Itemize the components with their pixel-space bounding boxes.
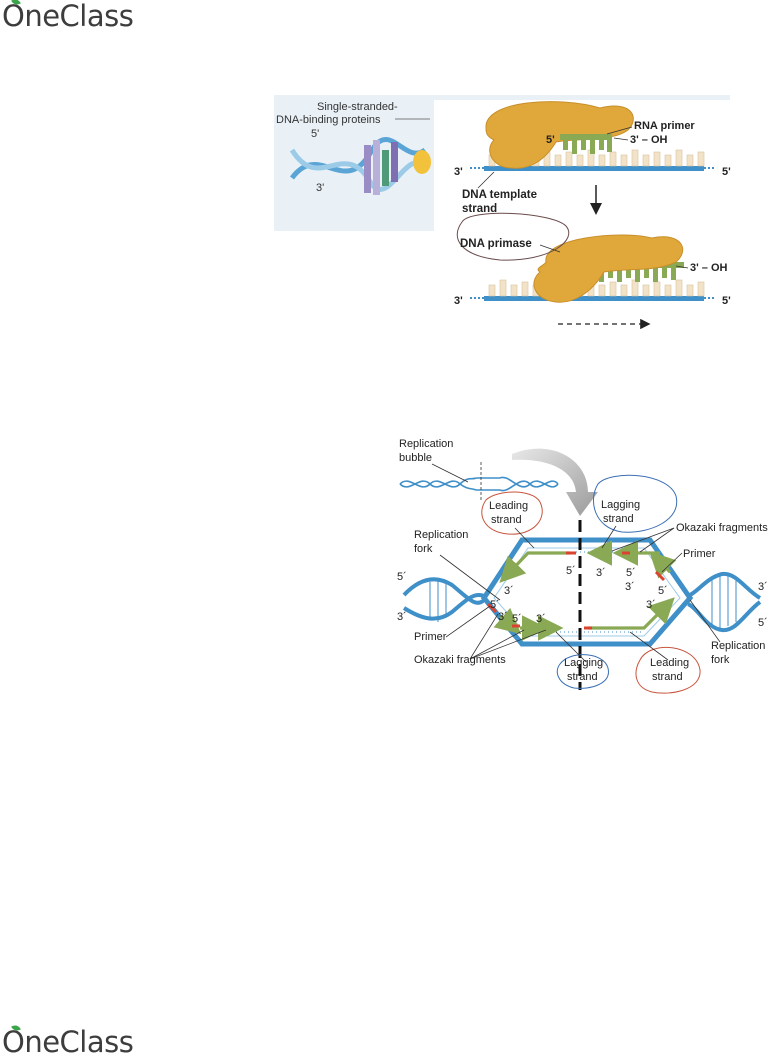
- prime-label: 5´: [658, 585, 668, 597]
- rna-primer-label: RNA primer: [634, 120, 695, 132]
- strand-3-label-top: 3': [454, 166, 463, 178]
- leader-lines: [439, 525, 721, 663]
- annotation-circle-lagging-bottom: [556, 654, 609, 689]
- replication-bubble-figure: Replication bubble: [397, 438, 768, 694]
- logo-text: OneClass: [2, 0, 134, 33]
- prime-label: 3´: [536, 613, 546, 625]
- lagging-strand-label-top: Lagging: [601, 499, 640, 511]
- leading-strand-label-top: Leading: [489, 500, 528, 512]
- template-label-line2: strand: [462, 203, 497, 215]
- prime-label: 5´: [490, 599, 500, 611]
- bubble-helix: [399, 462, 559, 500]
- replication-fork-label-right: Replication: [711, 640, 765, 652]
- helix-illustration: [289, 136, 431, 195]
- strand-3-label-bottom: 3': [454, 295, 463, 307]
- prime-label: 3´: [504, 585, 514, 597]
- leading-strand-label-bottom: strand: [652, 671, 683, 683]
- prime-label: 3´: [397, 611, 407, 623]
- prime-label: 5´: [758, 617, 768, 629]
- zoom-arrow: [512, 448, 598, 516]
- primase-figure: Single-stranded- DNA-binding proteins 5'…: [274, 95, 734, 350]
- annotation-circle-leading-top: [481, 491, 543, 535]
- prime-label: 3´: [596, 567, 606, 579]
- replication-bubble-label-2: bubble: [399, 452, 432, 464]
- replication-fork-label-right: fork: [711, 654, 730, 666]
- helix-3-label: 3': [316, 182, 324, 194]
- replication-fork-label-left: Replication: [414, 529, 468, 541]
- ssb-label-line1: Single-stranded-: [317, 101, 398, 113]
- prime-label: 5´: [626, 567, 636, 579]
- oneclass-logo-top: OneClass: [2, 0, 134, 33]
- prime-label: 3´: [498, 611, 508, 623]
- logo-text: OneClass: [2, 1025, 134, 1059]
- annotation-circle-lagging-top: [593, 474, 678, 533]
- annotation-circle-primase: [456, 212, 570, 261]
- replication-bubble-label-1: Replication: [399, 438, 453, 450]
- prime-label: 3´: [646, 599, 656, 611]
- prime-label: 3´: [625, 581, 635, 593]
- primer-label-top: Primer: [683, 548, 716, 560]
- red-primers: [486, 551, 666, 630]
- prime-label: 5´: [512, 613, 522, 625]
- primer-3oh-label-bottom: 3' – OH: [690, 262, 728, 274]
- left-helix: [402, 577, 486, 622]
- leading-strand-label-bottom: Leading: [650, 657, 689, 669]
- primer-label-bottom: Primer: [414, 631, 447, 643]
- strand-5-label-top: 5': [722, 166, 731, 178]
- right-helix: [687, 571, 762, 633]
- oneclass-logo-bottom: OneClass: [2, 1023, 134, 1059]
- prime-label: 5´: [397, 571, 407, 583]
- annotation-circle-leading-bottom: [635, 646, 701, 694]
- primer-3oh-label: 3' – OH: [630, 134, 668, 146]
- primase-label: DNA primase: [460, 238, 532, 250]
- helix-5-label: 5': [311, 128, 319, 140]
- strand-5-label-bottom: 5': [722, 295, 731, 307]
- lagging-strand-label-top: strand: [603, 513, 634, 525]
- ssb-label-line2: DNA-binding proteins: [276, 114, 381, 126]
- rna-primer-top: [560, 134, 612, 154]
- prime-label: 5´: [566, 565, 576, 577]
- prime-label: 3´: [758, 581, 768, 593]
- okazaki-label-bottom: Okazaki fragments: [414, 654, 506, 666]
- leading-strand-label-top: strand: [491, 514, 522, 526]
- replication-fork-label-left: fork: [414, 543, 433, 555]
- template-label-line1: DNA template: [462, 189, 537, 201]
- lagging-strand-label-bottom: Lagging: [564, 657, 603, 669]
- new-strands: [493, 540, 677, 641]
- okazaki-label-top: Okazaki fragments: [676, 522, 768, 534]
- lagging-strand-label-bottom: strand: [567, 671, 598, 683]
- dna-primase-bottom: [533, 234, 684, 303]
- primer-5-label: 5': [546, 134, 555, 146]
